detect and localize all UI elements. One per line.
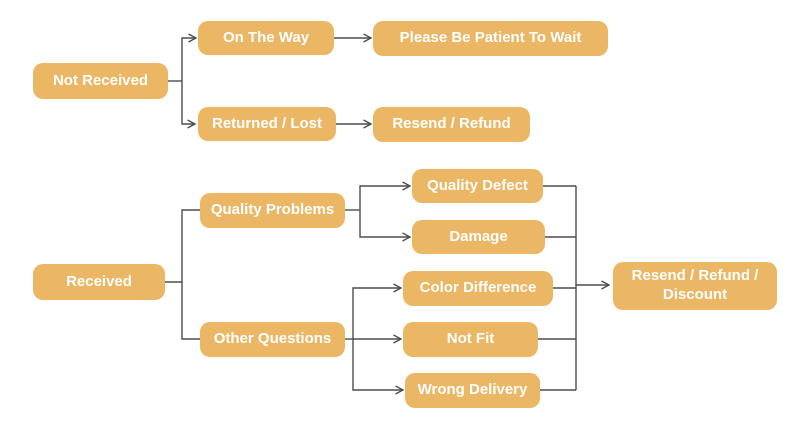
edge-qp-qualitydefect [359,186,410,210]
node-wrong-delivery: Wrong Delivery [405,373,540,408]
edge-qp-damage [359,210,410,237]
edge-oq-wrongdelivery [352,339,403,390]
edge-received-qualityproblems [181,209,200,282]
edge-oq-colordifference [352,288,401,339]
edge-notreceived-returnedlost [181,81,195,124]
node-resend-refund: Resend / Refund [373,107,530,142]
node-color-difference: Color Difference [403,271,553,306]
node-damage: Damage [412,220,545,254]
node-received: Received [33,264,165,300]
node-not-received: Not Received [33,63,168,99]
node-returned-lost: Returned / Lost [198,107,336,141]
edge-notreceived-ontheway [181,38,196,81]
node-quality-problems: Quality Problems [200,193,345,228]
node-quality-defect: Quality Defect [412,169,543,203]
edge-received-otherquestions [181,282,200,340]
node-resend-refund-discount: Resend / Refund / Discount [613,262,777,310]
node-not-fit: Not Fit [403,322,538,357]
node-other-questions: Other Questions [200,322,345,357]
node-on-the-way: On The Way [198,21,334,55]
node-please-be-patient: Please Be Patient To Wait [373,21,608,56]
